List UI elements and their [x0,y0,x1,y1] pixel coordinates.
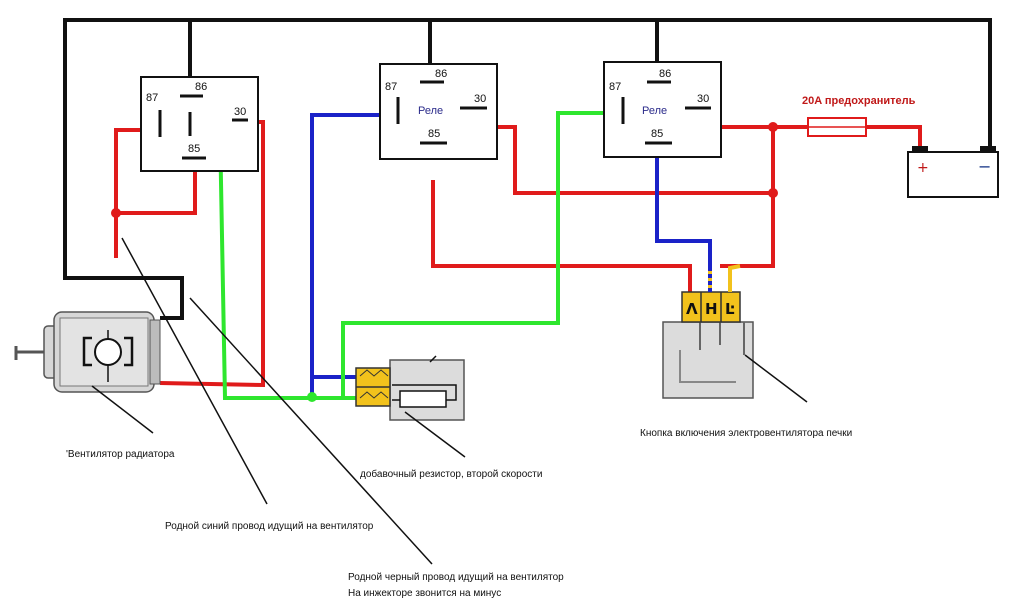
black-wire-label-2: На инжекторе звонится на минус [348,588,502,599]
junction-dot [768,188,778,198]
switch-pos-1: Λ [686,300,698,318]
switch-pos-3: Ŀ [725,300,735,318]
blue-wires [310,113,712,397]
relay-3-pin-87: 87 [609,81,621,93]
relay-3: 87 86 30 85 Реле [603,61,722,158]
resistor-label: добавочный резистор, второй скорости [360,469,543,480]
black-wire-label-1: Родной черный провод идущий на вентилято… [348,572,564,583]
relay-2-pin-87: 87 [385,81,397,93]
blue-wire-label: Родной синий провод идущий на вентилятор [165,521,374,532]
junction-dots [111,122,778,402]
relay-2-pin-86: 86 [435,68,447,80]
relay-1-pin-85: 85 [188,143,200,155]
relay-1-pin-87: 87 [146,92,158,104]
fuse: 20A предохранитель [802,95,916,137]
relay-3-name: Реле [642,105,667,117]
ground-wires [63,18,992,320]
battery: + − [907,146,999,198]
junction-dot [768,122,778,132]
relay-1-pin-30: 30 [234,106,246,118]
relay-3-pin-30: 30 [697,93,709,105]
callout-lines [91,237,808,565]
resistor [355,355,465,421]
junction-dot [307,392,317,402]
fuse-label: 20A предохранитель [802,95,916,107]
heater-switch: Λ Н Ŀ [662,264,754,399]
relay-2-pin-30: 30 [474,93,486,105]
battery-plus: + [917,160,929,176]
junction-dot [111,208,121,218]
power-wires [114,120,922,388]
fan-label: 'Вентилятор радиатора [66,449,175,460]
fan-motor [14,311,161,393]
relay-2: 87 86 30 85 Реле [379,63,498,160]
relay-2-pin-85: 85 [428,128,440,140]
relay-1-pin-86: 86 [195,81,207,93]
relay-2-name: Реле [418,105,443,117]
relay-3-pin-85: 85 [651,128,663,140]
battery-minus: − [978,157,991,176]
heater-button-label: Кнопка включения электровентилятора печк… [640,428,853,439]
relay-3-pin-86: 86 [659,68,671,80]
relay-1: 87 86 30 85 [140,76,259,172]
switch-pos-2: Н [705,300,718,318]
